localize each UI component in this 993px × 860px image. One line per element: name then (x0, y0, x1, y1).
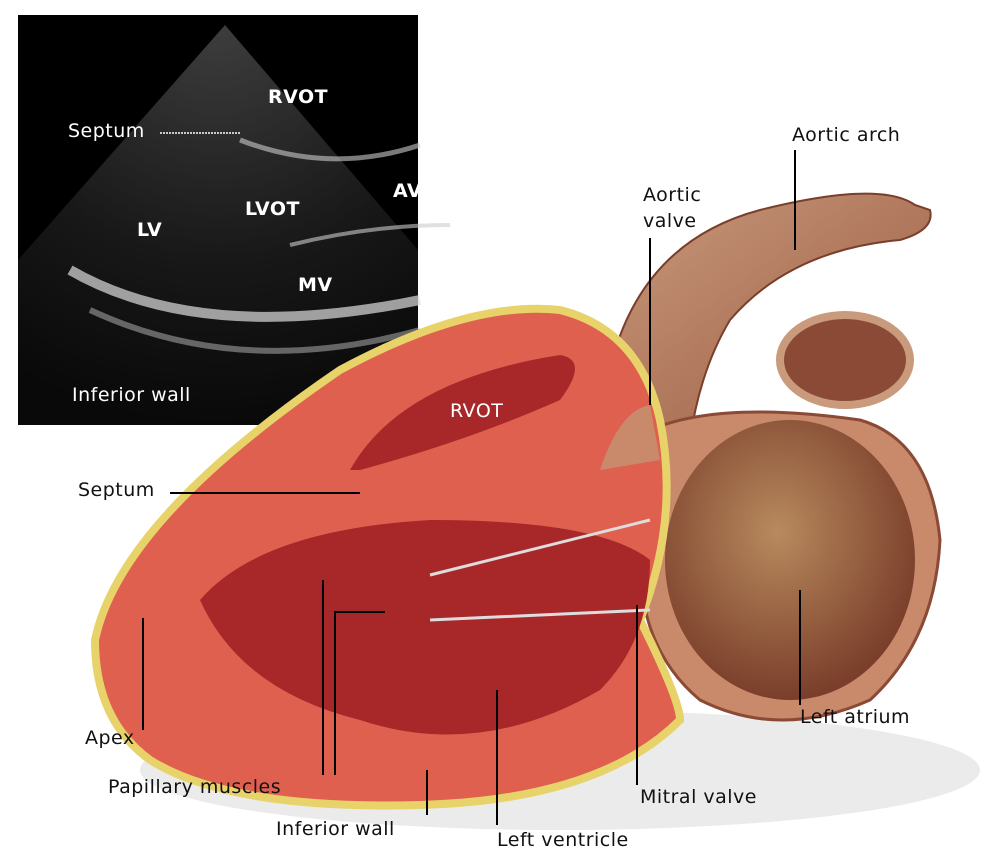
label-left-atrium: Left atrium (800, 706, 911, 728)
echocardiogram-panel (18, 15, 451, 425)
echo-label-la: LA (460, 248, 488, 270)
label-papillary-muscles: Papillary muscles (108, 776, 282, 798)
leader-lines (142, 150, 801, 825)
label-mitral-valve: Mitral valve (640, 786, 757, 808)
echo-label-lv: LV (137, 219, 163, 241)
echo-label-lvot: LVOT (245, 198, 300, 220)
echo-label-inferior-wall: Inferior wall (72, 384, 191, 406)
label-inferior-wall: Inferior wall (276, 818, 395, 840)
echo-label-av: AV (393, 180, 423, 202)
label-left-ventricle: Left ventricle (497, 829, 629, 851)
label-septum: Septum (78, 479, 155, 501)
label-rvot: RVOT (450, 400, 504, 422)
echo-label-septum: Septum (68, 120, 145, 142)
label-aortic-arch: Aortic arch (792, 124, 901, 146)
echo-label-rvot: RVOT (268, 86, 329, 108)
label-apex: Apex (85, 727, 135, 749)
label-aortic-valve-1: Aortic (643, 184, 702, 206)
echo-label-mv: MV (298, 274, 333, 296)
label-aortic-valve-2: valve (643, 210, 697, 232)
